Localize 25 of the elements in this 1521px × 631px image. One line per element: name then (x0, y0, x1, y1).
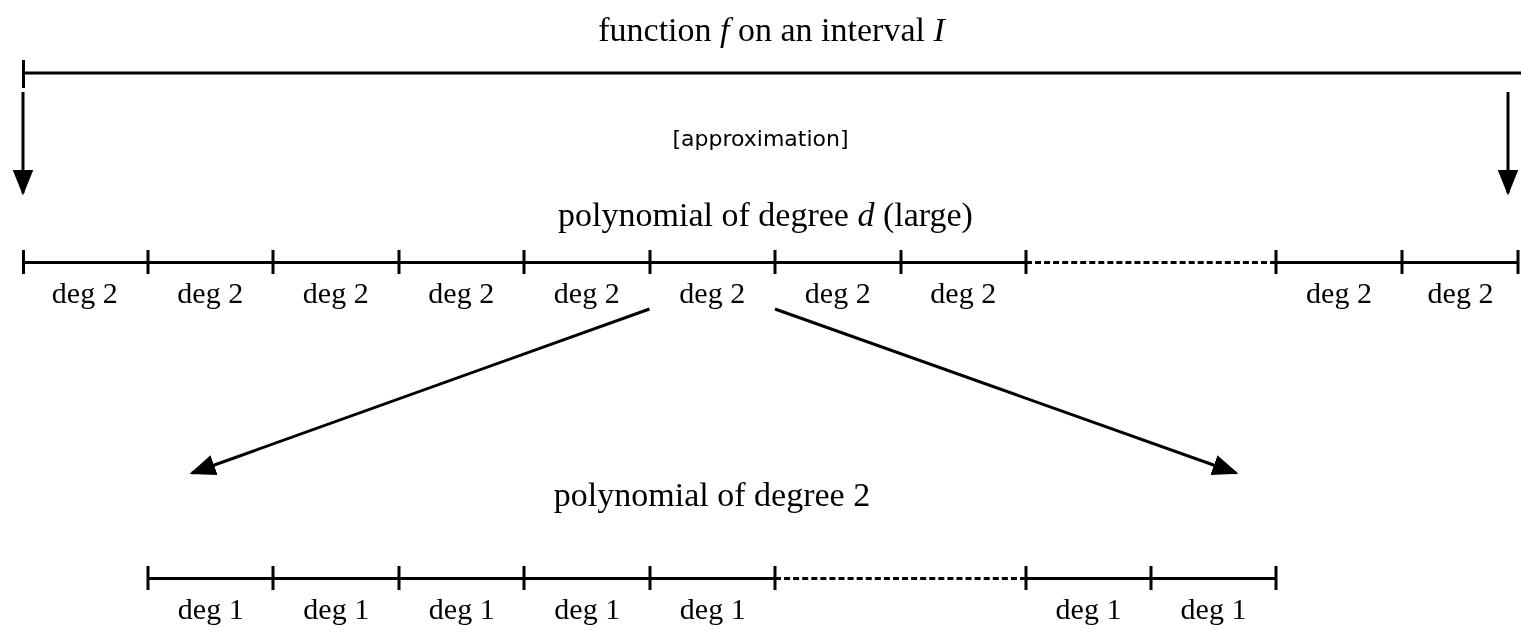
interval-segment: deg 2 (1402, 261, 1519, 307)
interval-segment: deg 2 (524, 261, 650, 307)
interval-segment: deg 2 (147, 261, 273, 307)
interval-title: polynomial of degree 2 (552, 475, 872, 515)
interval-segment: deg 1 (148, 577, 274, 623)
interval-segment: deg 1 (1026, 577, 1151, 623)
arrow (1497, 92, 1519, 196)
note: [approximation] (671, 126, 850, 151)
arrow (774, 307, 1239, 475)
interval-segment: deg 1 (1151, 577, 1276, 623)
interval-segment: deg 2 (273, 261, 399, 307)
interval-segment: deg 2 (775, 261, 901, 307)
interval-title: polynomial of degree d (large) (557, 195, 974, 235)
interval-segment: deg 2 (649, 261, 775, 307)
interval-segment: deg 2 (22, 261, 148, 307)
arrow (12, 92, 34, 196)
interval-title: function f on an interval I (597, 10, 947, 50)
interval-segment: deg 1 (273, 577, 399, 623)
interval-segment: deg 2 (1276, 261, 1402, 307)
arrow (189, 307, 650, 475)
interval-segment: deg 1 (399, 577, 525, 623)
interval-segment: deg 1 (524, 577, 650, 623)
interval-segment: deg 2 (900, 261, 1026, 307)
interval-segment: deg 2 (398, 261, 524, 307)
interval-segment: deg 1 (650, 577, 776, 623)
